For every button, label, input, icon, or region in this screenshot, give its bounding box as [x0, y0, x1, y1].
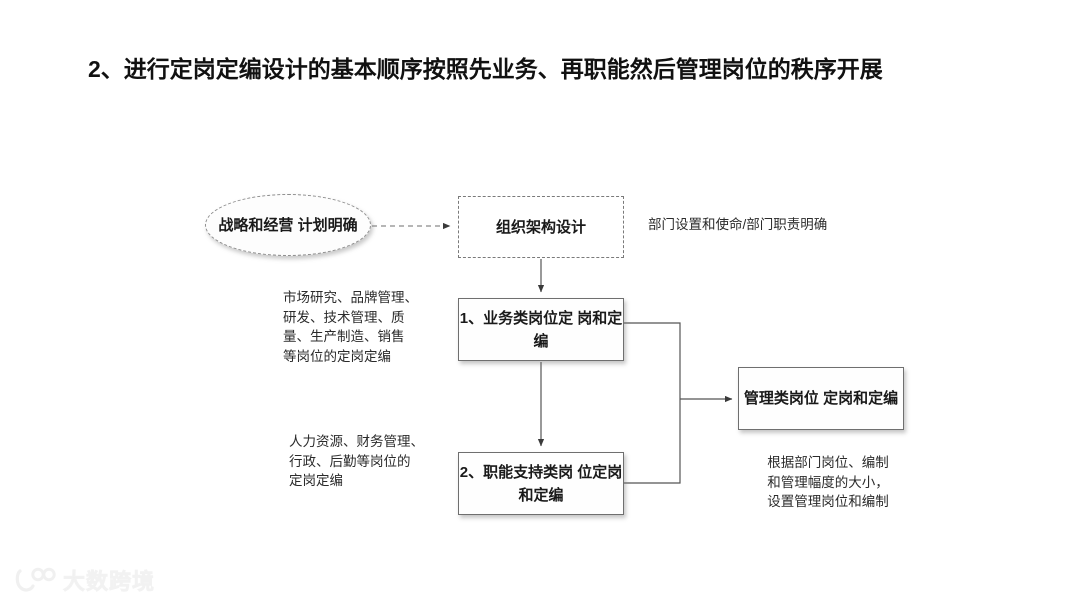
- annotation-business-posts: 市场研究、品牌管理、 研发、技术管理、质 量、生产制造、销售 等岗位的定岗定编: [283, 290, 418, 364]
- node-function-posts[interactable]: 2、职能支持类岗 位定岗和定编: [458, 452, 624, 515]
- node-org-structure[interactable]: 组织架构设计: [458, 196, 624, 258]
- page-title: 2、进行定岗定编设计的基本顺序按照先业务、再职能然后管理岗位的秩序开展: [88, 56, 883, 82]
- watermark: 大数跨境: [14, 565, 155, 595]
- connector-function-to-management: [624, 399, 681, 484]
- connector-business-to-management: [624, 322, 681, 399]
- node-management-posts[interactable]: 管理类岗位 定岗和定编: [738, 367, 904, 430]
- node-business-posts[interactable]: 1、业务类岗位定 岗和定编: [458, 298, 624, 361]
- annotation-org-structure: 部门设置和使命/部门职责明确: [648, 217, 828, 232]
- brand-logo-icon: [15, 567, 56, 592]
- annotation-management-posts: 根据部门岗位、编制 和管理幅度的大小， 设置管理岗位和编制: [767, 455, 889, 509]
- node-strategy[interactable]: 战略和经营 计划明确: [205, 194, 371, 256]
- annotation-function-posts: 人力资源、财务管理、 行政、后勤等岗位的 定岗定编: [289, 434, 424, 488]
- watermark-text: 大数跨境: [63, 569, 156, 595]
